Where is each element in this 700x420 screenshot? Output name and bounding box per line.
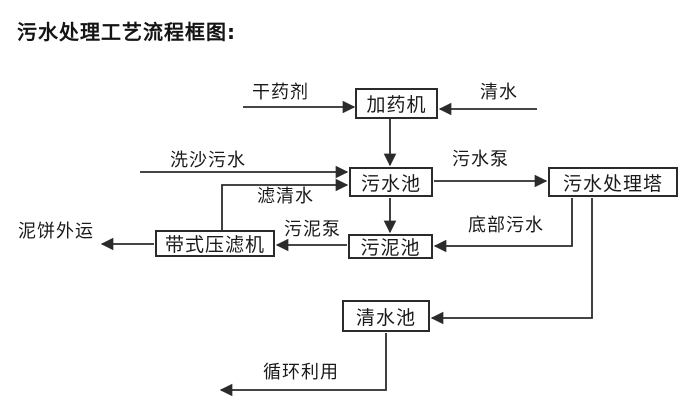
edge-label-mud-cake: 泥饼外运	[18, 221, 94, 242]
edge-label-clean-water: 清水	[480, 82, 518, 103]
edge-group	[100, 100, 593, 397]
edge-recycle-out	[219, 333, 387, 397]
edge-tower-to-clean-pool	[430, 198, 593, 325]
node-belt-filter-press: 带式压滤机	[155, 230, 275, 257]
node-sludge-pool: 污泥池	[348, 234, 433, 259]
edge-label-filtered-water: 滤清水	[257, 186, 314, 207]
edge-label-dry-agent: 干药剂	[252, 82, 309, 103]
node-sewage-pool: 污水池	[349, 167, 433, 197]
node-clean-water-pool: 清水池	[342, 300, 430, 332]
edge-label-sludge-pump: 污泥泵	[284, 219, 341, 240]
edge-label-sewage-pump: 污水泵	[452, 149, 509, 170]
edge-label-bottom-sewage: 底部污水	[468, 215, 544, 236]
edge-filtered-water-return	[221, 178, 349, 230]
edge-label-recycle: 循环利用	[263, 362, 339, 383]
edge-label-sand-washing: 洗沙污水	[170, 150, 246, 171]
edge-bottom-sewage-return	[433, 198, 573, 253]
node-dosing-machine: 加药机	[355, 88, 438, 119]
node-sewage-treatment-tower: 污水处理塔	[548, 167, 678, 197]
page-title: 污水处理工艺流程框图:	[17, 20, 236, 44]
